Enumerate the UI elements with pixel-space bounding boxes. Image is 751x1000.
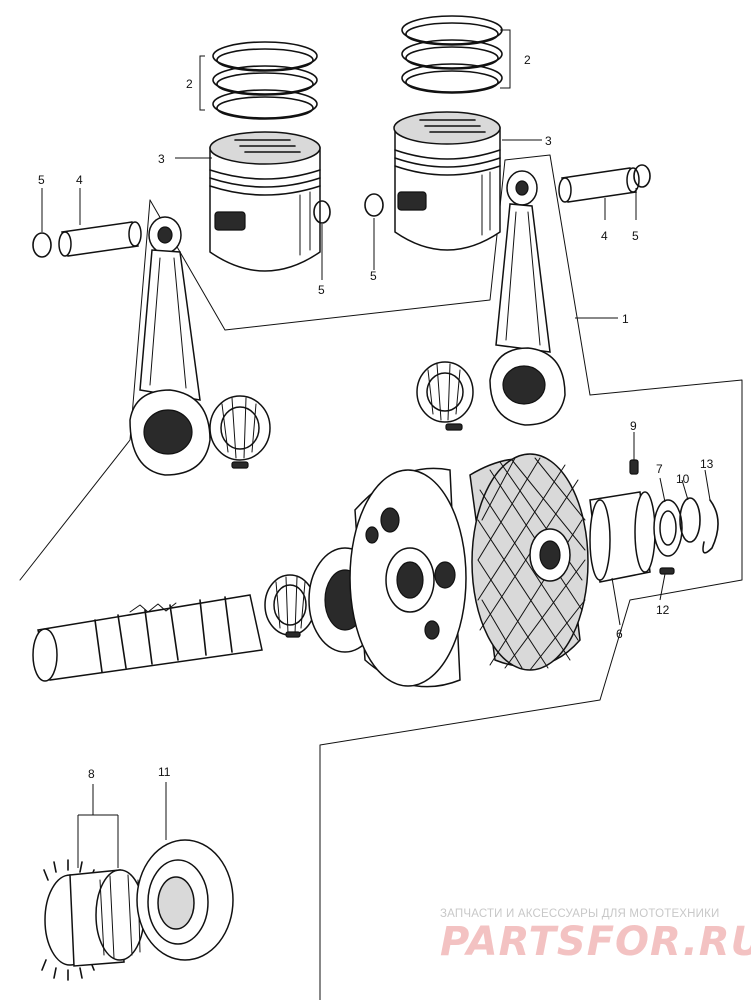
callout-7: 7 xyxy=(656,462,663,476)
connecting-rod-right xyxy=(489,170,566,426)
callout-2-right: 2 xyxy=(524,53,531,67)
crank-needle-key xyxy=(285,631,301,638)
needle-bearing-left xyxy=(209,395,271,461)
leader-lines xyxy=(41,29,711,868)
callout-5-left-bottom: 5 xyxy=(318,283,325,297)
group-boundary-outline-left xyxy=(19,199,151,581)
piston-pin-right xyxy=(558,167,640,203)
piston-rings-right xyxy=(401,15,503,94)
callout-8: 8 xyxy=(88,767,95,781)
primary-gear-set xyxy=(41,859,145,981)
crank-needle-bearing xyxy=(264,574,316,636)
callout-3-right: 3 xyxy=(545,134,552,148)
callout-4-left: 4 xyxy=(76,173,83,187)
crankshaft-shaft xyxy=(32,594,263,682)
bearing-7 xyxy=(653,499,683,557)
group-boundary-outline xyxy=(149,154,743,1000)
circlip-mid xyxy=(364,193,384,217)
crank-pin-key-right xyxy=(445,423,463,431)
seal-10 xyxy=(679,497,701,543)
callout-5-right: 5 xyxy=(632,229,639,243)
watermark-caption: ЗАПЧАСТИ И АКСЕССУАРЫ ДЛЯ МОТОТЕХНИКИ xyxy=(440,908,720,920)
crank-flywheel-main xyxy=(349,467,467,688)
callout-5-left-top: 5 xyxy=(38,173,45,187)
watermark-logo: PARTSFOR.RU xyxy=(440,919,751,965)
callout-6: 6 xyxy=(616,627,623,641)
needle-bearing-right xyxy=(416,361,474,423)
callout-13: 13 xyxy=(700,457,714,471)
callout-1: 1 xyxy=(622,312,629,326)
connecting-rod-left xyxy=(129,216,211,476)
pin-12 xyxy=(659,567,675,575)
crank-pin-key-left xyxy=(231,461,249,469)
callout-4-right: 4 xyxy=(601,229,608,243)
circlip-13 xyxy=(702,499,719,554)
callout-3-left: 3 xyxy=(158,152,165,166)
callout-5-mid: 5 xyxy=(370,269,377,283)
piston-pin-left xyxy=(58,221,142,257)
bearing-11 xyxy=(136,839,234,961)
callout-9: 9 xyxy=(630,419,637,433)
callout-2-left: 2 xyxy=(186,77,193,91)
piston-right xyxy=(393,111,501,251)
circlip-right xyxy=(633,164,651,188)
crank-flywheel-right xyxy=(469,453,589,671)
grease-nipple-9 xyxy=(629,459,639,475)
circlip-left-bottom xyxy=(313,200,331,224)
callout-11: 11 xyxy=(158,765,171,779)
callout-12: 12 xyxy=(656,603,670,617)
piston-rings-left xyxy=(212,41,318,120)
crankshaft-end-journal xyxy=(589,491,656,583)
circlip-left-top xyxy=(32,232,52,258)
piston-left xyxy=(209,131,321,272)
callout-10: 10 xyxy=(676,472,690,486)
